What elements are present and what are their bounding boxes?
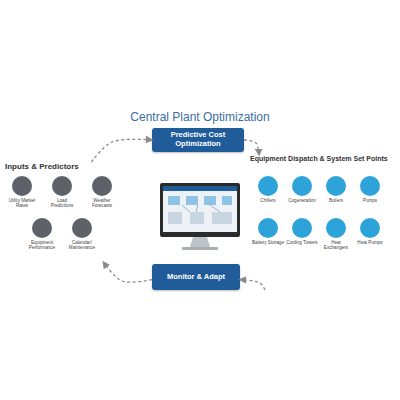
screen-header <box>163 186 237 191</box>
monitor-stand <box>190 237 210 247</box>
icon-circle <box>292 176 312 196</box>
icon-circle <box>72 218 92 238</box>
screen-tile <box>222 196 232 205</box>
icon-circle <box>258 218 278 238</box>
group-heading: Equipment Dispatch & System Set Points <box>250 155 388 162</box>
icon-circle-node: Calendar/ Maintenance <box>65 218 99 254</box>
icon-label: Cooling Towers <box>285 240 319 245</box>
icon-circle <box>326 176 346 196</box>
box-label: Monitor & Adapt <box>167 273 225 282</box>
icon-label: Chillers <box>251 198 285 203</box>
icon-label: Calendar/ Maintenance <box>65 240 99 251</box>
icon-circle-node: Cogeneration <box>285 176 319 212</box>
icon-circle-node: Weather Forecasts <box>85 176 119 212</box>
icon-label: Weather Forecasts <box>85 198 119 209</box>
icon-circle-node: Load Predictions <box>45 176 79 212</box>
icon-circle <box>360 176 380 196</box>
icon-label: Equipment Performance <box>25 240 59 251</box>
icon-circle <box>12 176 32 196</box>
icon-label: Heat Exchangers <box>319 240 353 251</box>
screen-tile <box>190 212 204 224</box>
process-box: Monitor & Adapt <box>152 264 240 290</box>
icon-circle-node: Equipment Performance <box>25 218 59 254</box>
icon-circle-node: Cooling Towers <box>285 218 319 254</box>
icon-label: Utility Market Rates <box>5 198 39 209</box>
icon-circle <box>52 176 72 196</box>
screen-tile <box>168 212 182 224</box>
icon-circle <box>292 218 312 238</box>
icon-circle-node: Chillers <box>251 176 285 212</box>
icon-circle <box>360 218 380 238</box>
screen-tile <box>168 196 180 205</box>
icon-circle-node: Heat Exchangers <box>319 218 353 254</box>
cycle-arrow <box>91 139 152 162</box>
icon-label: Load Predictions <box>45 198 79 209</box>
monitor-base <box>182 247 218 250</box>
icon-label: Pumps <box>353 198 387 203</box>
diagram-title: Central Plant Optimization <box>0 110 400 124</box>
process-box: Predictive Cost Optimization <box>152 128 244 152</box>
screen-wire <box>182 205 220 212</box>
icon-circle <box>32 218 52 238</box>
box-label: Predictive Cost Optimization <box>158 131 238 148</box>
cycle-arrow <box>240 280 265 290</box>
cycle-arrow <box>244 140 259 155</box>
monitor-screen <box>163 186 237 232</box>
screen-tile <box>204 196 216 205</box>
icon-label: Heat Pumps <box>353 240 387 245</box>
icon-label: Cogeneration <box>285 198 319 203</box>
cycle-arrow <box>103 262 152 282</box>
icon-circle-node: Pumps <box>353 176 387 212</box>
screen-tile <box>186 196 198 205</box>
group-heading: Inputs & Predictors <box>5 162 79 171</box>
group-band: Inputs & PredictorsUtility Market Rates L… <box>5 162 125 262</box>
monitor-frame <box>160 183 240 237</box>
icon-label: Boilers <box>319 198 353 203</box>
icon-label: Battery Storage <box>251 240 285 245</box>
icon-circle <box>92 176 112 196</box>
icon-circle-node: Boilers <box>319 176 353 212</box>
icon-circle-node: Battery Storage <box>251 218 285 254</box>
icon-circle <box>326 218 346 238</box>
icon-circle <box>258 176 278 196</box>
screen-tile <box>212 212 232 224</box>
icon-circle-node: Utility Market Rates <box>5 176 39 212</box>
icon-circle-node: Heat Pumps <box>353 218 387 254</box>
group-band: Equipment Dispatch & System Set PointsCh… <box>250 155 400 290</box>
